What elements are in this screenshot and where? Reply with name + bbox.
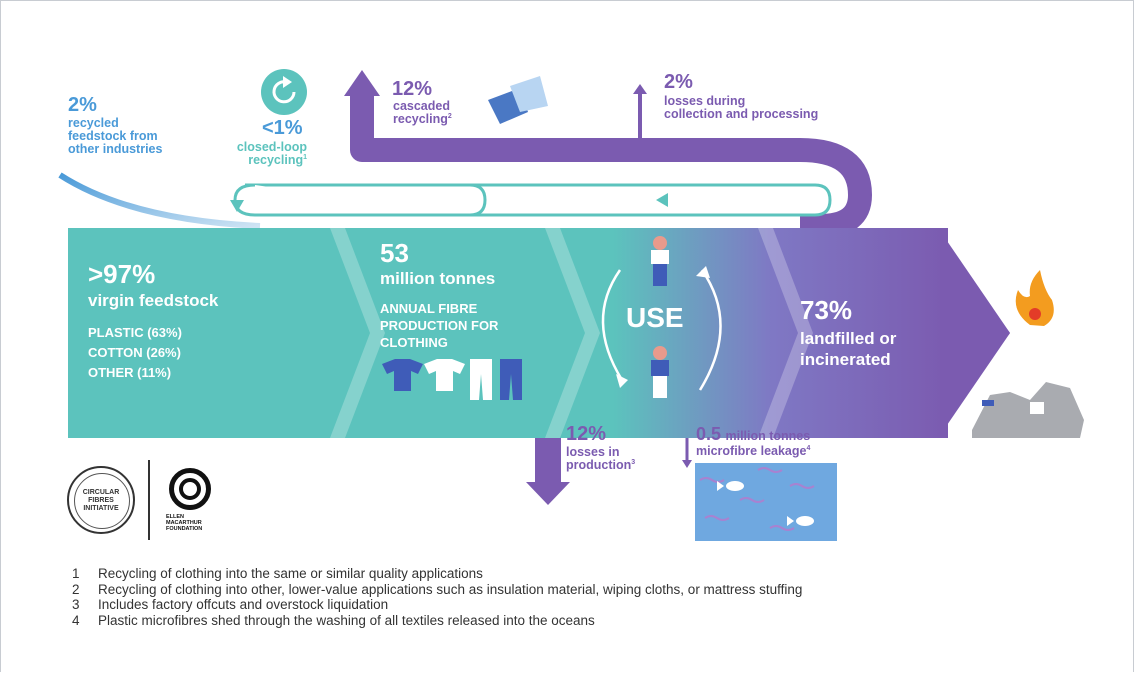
closed-loop-down-arrow — [230, 200, 244, 212]
microfibre-arrow-head — [682, 460, 692, 468]
landfill-pct: 73% — [800, 295, 853, 325]
collection-losses-arrow-head — [633, 84, 647, 94]
landfill-icon — [972, 382, 1084, 438]
closed-loop-pct: <1% — [262, 117, 303, 139]
recycled-feedstock-inflow — [58, 172, 261, 229]
fish-icon — [726, 481, 744, 491]
virgin-label: virgin feedstock — [88, 291, 219, 310]
use-cycle-arrow-left — [601, 269, 624, 381]
virgin-breakdown: PLASTIC (63%) COTTON (26%) OTHER (11%) — [88, 325, 182, 380]
person-icon — [651, 346, 669, 398]
person-icon — [651, 236, 669, 286]
production-losses-arrow-head — [526, 482, 570, 505]
use-cycle-arrow-right — [698, 269, 722, 391]
closed-loop-tube — [245, 183, 832, 217]
cascaded-recycling-band — [350, 95, 872, 238]
logo-divider — [148, 460, 150, 540]
circular-fibres-initiative-logo: CIRCULAR FIBRES INITIATIVE — [67, 466, 135, 534]
cascaded-text: cascaded recycling2 — [393, 99, 452, 127]
use-label: USE — [626, 302, 684, 333]
recycle-icon — [261, 69, 307, 115]
chevron-1 — [330, 228, 385, 438]
production-losses-pct: 12% — [566, 423, 607, 445]
ocean-icon — [695, 463, 837, 541]
cascaded-arrow-head — [344, 70, 380, 96]
ellen-macarthur-foundation-logo: ELLEN MACARTHUR FOUNDATION — [166, 468, 216, 538]
production-value: 53 — [380, 238, 409, 268]
fish-icon — [796, 516, 814, 526]
trousers-icon — [470, 359, 492, 400]
closed-loop-arrow — [656, 193, 668, 207]
flame-icon — [1015, 270, 1054, 326]
trousers-icon — [500, 359, 522, 400]
collection-losses-text: losses during collection and processing — [664, 94, 819, 122]
cascaded-pct: 12% — [392, 78, 433, 100]
production-losses-text: losses in production3 — [566, 445, 636, 473]
production-desc: ANNUAL FIBRE PRODUCTION FOR CLOTHING — [380, 301, 499, 350]
chevron-2 — [545, 228, 600, 438]
collection-losses-pct: 2% — [664, 71, 693, 93]
virgin-pct: >97% — [88, 259, 156, 289]
main-flow-band — [68, 228, 948, 438]
production-unit: million tonnes — [380, 269, 496, 288]
closed-loop-return — [233, 183, 470, 217]
recycled-feedstock-pct: 2% — [68, 94, 97, 116]
microfibre-label: 0.5 million tonnes microfibre leakage4 — [696, 424, 811, 458]
tshirt-icon — [382, 359, 423, 391]
landfill-text: landfilled or incinerated — [800, 329, 897, 369]
recycled-feedstock-text: recycled feedstock from other industries — [68, 116, 163, 157]
chevron-3 — [758, 228, 813, 438]
tshirt-icon — [424, 359, 465, 391]
closed-loop-text: closed-loop recycling1 — [236, 140, 307, 168]
